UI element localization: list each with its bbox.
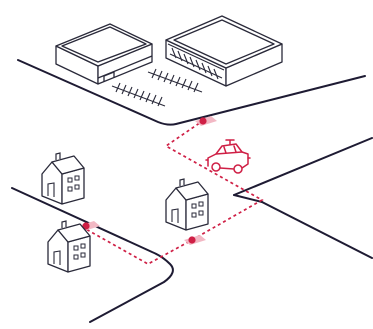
route-path xyxy=(83,119,264,265)
house-bottom-icon xyxy=(47,220,91,273)
car-icon xyxy=(205,139,251,174)
road-network xyxy=(11,59,373,323)
road-left-lower xyxy=(11,187,174,323)
house-right-icon xyxy=(165,178,209,231)
parking-lot xyxy=(111,68,203,107)
road-top xyxy=(17,59,366,126)
road-right-upper xyxy=(233,137,373,196)
house-left-icon xyxy=(41,152,85,205)
road-junction xyxy=(233,194,263,203)
warehouse-loading-icon xyxy=(165,15,283,87)
delivery-route xyxy=(83,119,264,265)
road-right-lower xyxy=(261,201,373,259)
warehouse-icon xyxy=(55,23,153,85)
